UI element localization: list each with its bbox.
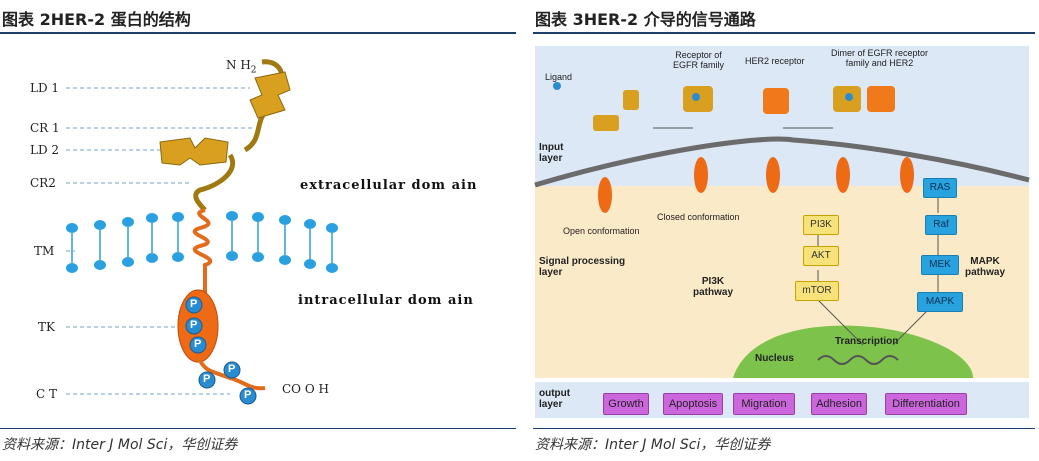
panel-title: 图表 2HER-2 蛋白的结构	[2, 10, 191, 29]
phosphate-label: P	[244, 389, 252, 401]
footer-rule	[533, 428, 1035, 429]
nh2-label: N H2	[226, 58, 257, 76]
phosphate-label: P	[190, 319, 198, 331]
leader-lines	[66, 87, 255, 395]
output-differentiation: Differentiation	[885, 393, 967, 415]
closed-conformation-label: Closed conformation	[657, 212, 740, 222]
receptor-tk-domains	[598, 157, 914, 213]
raf-node: Raf	[925, 215, 957, 235]
output-growth: Growth	[603, 393, 649, 415]
intracellular-domain-label: intracellular dom ain	[298, 293, 474, 308]
ld2-label: LD 2	[30, 143, 60, 157]
her2-structure-panel: 图表 2HER-2 蛋白的结构	[0, 10, 516, 453]
her2-structure-diagram	[66, 59, 338, 405]
cr2-label: CR2	[30, 176, 56, 190]
output-migration: Migration	[733, 393, 795, 415]
transmembrane-helix	[192, 208, 213, 295]
akt-node: AKT	[803, 246, 839, 266]
her2-pathway-panel: 图表 3HER-2 介导的信号通路	[533, 0, 1039, 461]
open-conformation-label: Open conformation	[563, 226, 640, 236]
phosphate-label: P	[228, 363, 236, 375]
output-adhesion: Adhesion	[811, 393, 867, 415]
pi3k-node: PI3K	[803, 215, 839, 235]
her2-receptor-label: HER2 receptor	[745, 56, 805, 66]
ras-node: RAS	[923, 178, 957, 198]
ld2-domain	[159, 137, 229, 166]
mtor-node: mTOR	[795, 281, 839, 301]
ct-label: C T	[36, 387, 57, 401]
title-rule	[533, 32, 1035, 34]
cooh-label: CO O H	[282, 382, 329, 396]
mapk-node: MAPK	[917, 292, 963, 312]
transcription-label: Transcription	[835, 336, 899, 347]
nucleus-shape	[733, 325, 973, 378]
pi3k-pathway-label: PI3K pathway	[693, 276, 734, 298]
mapk-pathway-label: MAPK pathway	[965, 256, 1006, 278]
dna-strand	[817, 355, 899, 365]
phosphate-label: P	[194, 338, 202, 350]
signal-layer-label: Signal processing layer	[539, 256, 626, 278]
cell-membrane	[66, 211, 338, 273]
ld1-domain	[249, 71, 291, 119]
phosphate-label: P	[190, 298, 198, 310]
source-note: 资料来源：Inter J Mol Sci，华创证券	[535, 437, 771, 453]
phosphate-groups	[185, 296, 257, 405]
ld1-label: LD 1	[30, 81, 60, 95]
mek-node: MEK	[921, 255, 959, 275]
tm-label: TM	[34, 244, 55, 258]
footer-rule	[0, 428, 516, 429]
dimer-label: Dimer of EGFR receptor family and HER2	[831, 48, 929, 68]
cr1-label: CR 1	[30, 121, 60, 135]
title-rule	[0, 32, 516, 34]
nucleus-label: Nucleus	[755, 353, 794, 364]
extracellular-domain-label: extracellular dom ain	[300, 178, 478, 193]
phosphate-label: P	[203, 373, 211, 385]
tk-label: TK	[38, 320, 55, 334]
panel-title: 图表 3HER-2 介导的信号通路	[535, 10, 756, 29]
source-note: 资料来源：Inter J Mol Sci，华创证券	[2, 437, 238, 453]
output-apoptosis: Apoptosis	[663, 393, 723, 415]
receptor-shapes	[553, 82, 895, 131]
input-layer-label: Input layer	[539, 142, 564, 164]
output-layer-label: output layer	[539, 388, 571, 410]
membrane-curve	[534, 136, 1030, 188]
ligand-label: Ligand	[545, 72, 573, 82]
egfr-receptor-label: Receptor of EGFR family	[673, 50, 725, 70]
